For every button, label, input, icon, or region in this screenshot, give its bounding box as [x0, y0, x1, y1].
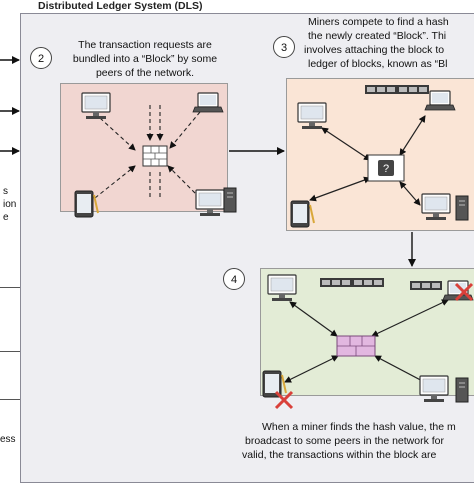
caption-line: broadcast to some peers in the network f… [245, 435, 445, 447]
panel-2-graphics [74, 92, 237, 218]
step-number-4: 4 [223, 268, 245, 290]
step-number-2: 2 [30, 47, 52, 69]
desktop-computer-icon [297, 102, 327, 130]
caption-line: bundled into a “Block” by some [72, 53, 218, 65]
caption-step-3: Miners compete to find a hash the newly … [296, 15, 474, 71]
left-divider [0, 399, 20, 400]
block-chain-icon [352, 278, 384, 287]
block-chain-icon [320, 278, 352, 287]
block-icon [142, 145, 168, 167]
caption-line: When a miner finds the hash value, the m [262, 421, 456, 433]
svg-text:?: ? [383, 163, 389, 175]
laptop-icon [192, 92, 224, 113]
desktop-computer-icon [419, 375, 449, 403]
caption-line: valid, the transactions within the block… [242, 449, 437, 461]
block-icon [336, 335, 376, 357]
caption-line: ledger of blocks, known as “Bl [308, 58, 448, 70]
panel-4-graphics [262, 274, 474, 410]
desktop-computer-icon [81, 92, 111, 120]
block-chain-icon [365, 85, 397, 94]
step-number-3: 3 [273, 36, 295, 58]
left-text-fragment: e [3, 212, 9, 223]
caption-line: Miners compete to find a hash [308, 16, 449, 28]
laptop-icon [424, 90, 456, 111]
left-divider [0, 287, 20, 288]
tablet-icon [290, 200, 315, 228]
desktop-computer-icon [223, 187, 237, 213]
caption-step-2: The transaction requests are bundled int… [70, 38, 220, 80]
desktop-computer-icon [455, 195, 469, 221]
caption-line: the newly created “Block”. Thi [308, 30, 447, 42]
left-text-fragment: s [3, 186, 8, 197]
tablet-icon [74, 190, 99, 218]
caption-step-4: When a miner finds the hash value, the m… [240, 420, 474, 462]
left-divider [0, 351, 20, 352]
desktop-computer-icon [455, 377, 469, 403]
caption-line: peers of the network. [95, 67, 195, 79]
left-text-fragment: ion [3, 199, 17, 210]
block-chain-icon [397, 85, 429, 94]
desktop-computer-icon [195, 189, 225, 217]
tablet-icon [262, 370, 287, 398]
mining-block-icon: ? [367, 154, 405, 182]
reject-x-icon [274, 390, 294, 410]
block-chain-icon [410, 281, 442, 290]
desktop-computer-icon [421, 193, 451, 221]
panel-3-graphics: ? [290, 85, 469, 228]
caption-line: The transaction requests are [78, 39, 212, 51]
left-text-fragment: ess [0, 434, 16, 445]
page-title: Distributed Ledger System (DLS) [38, 0, 203, 12]
desktop-computer-icon [267, 274, 297, 302]
caption-line: involves attaching the block to [304, 44, 445, 56]
